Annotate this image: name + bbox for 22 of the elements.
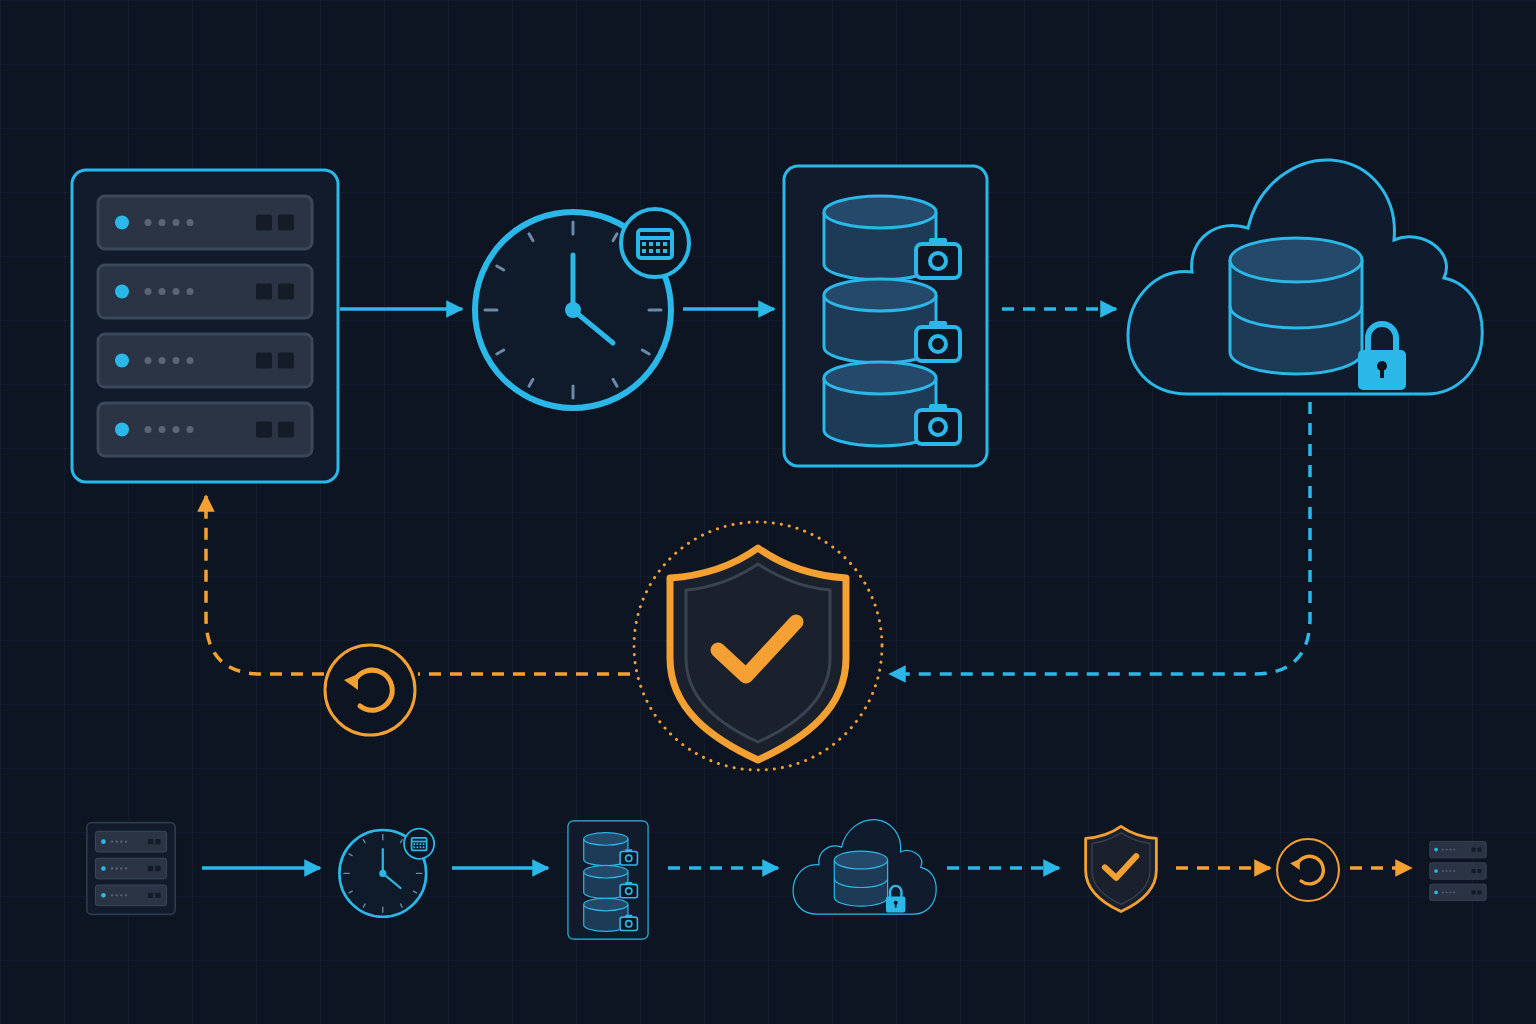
database-snapshot-icon [782, 164, 989, 468]
server-rack-icon [70, 168, 340, 484]
shield-check-icon [630, 518, 886, 774]
arrow [668, 859, 780, 877]
database-snapshot-icon [567, 820, 649, 940]
arrow [202, 859, 322, 877]
arrow [452, 859, 550, 877]
restore-icon [322, 642, 418, 738]
connector-line [418, 672, 630, 676]
shield-check-icon [1083, 824, 1159, 914]
arrow [1176, 859, 1272, 877]
cloud-database-icon [792, 818, 938, 917]
arrow [683, 300, 776, 318]
clock-calendar-icon [337, 826, 437, 919]
server-rack-icon [86, 822, 176, 915]
arrow [947, 859, 1061, 877]
arrow [197, 494, 324, 676]
restore-icon [1275, 837, 1341, 903]
arrow [1350, 859, 1413, 877]
arrow [1002, 300, 1118, 318]
arrow [340, 300, 464, 318]
arrow [888, 402, 1312, 683]
